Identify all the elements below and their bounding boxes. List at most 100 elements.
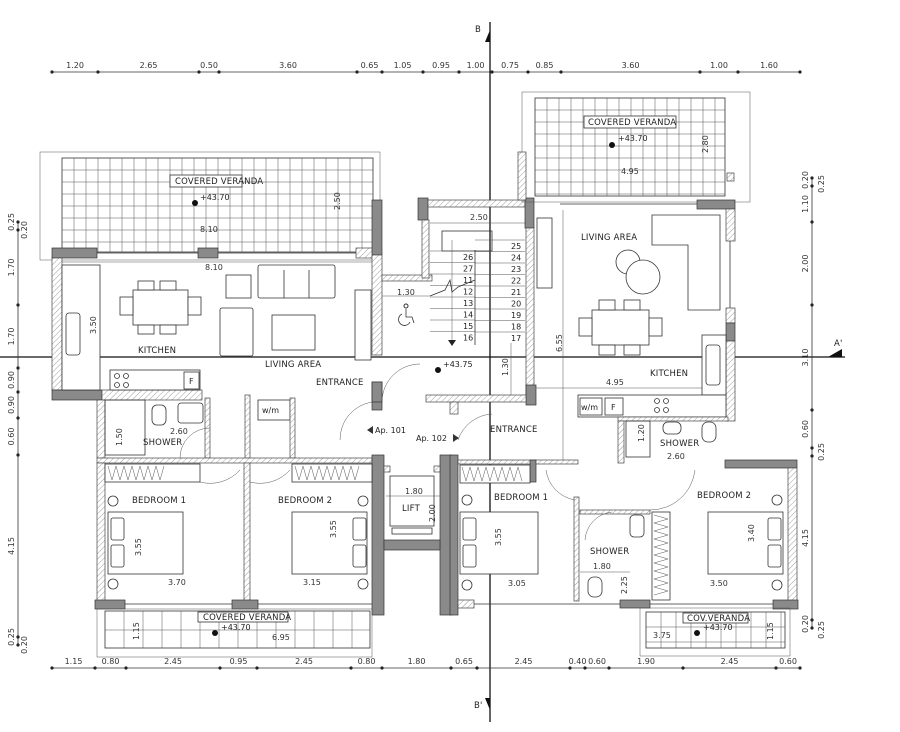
section-arrow-icon (828, 349, 842, 357)
bedroom-label: BEDROOM 1 (132, 496, 186, 506)
bedroom-depth: 3.55 (134, 538, 143, 556)
stair-step-number: 22 (511, 277, 521, 286)
lift-label: LIFT (402, 504, 421, 514)
stair-step-number: 11 (463, 276, 473, 285)
stair-step-number: 16 (463, 334, 473, 343)
bedroom-2-left: BEDROOM 2 3.55 3.15 (249, 463, 373, 590)
shower-label: SHOWER (143, 438, 182, 448)
washbasin-icon (177, 402, 204, 424)
dimension-label: 2.65 (140, 61, 158, 70)
dimension-label: 0.60 (801, 420, 810, 438)
fridge-label: F (611, 403, 616, 412)
bedroom-width: 3.05 (508, 579, 526, 588)
kitchen-depth: 3.50 (89, 316, 98, 334)
veranda-level: +43.70 (200, 193, 230, 202)
tv-unit (354, 289, 372, 361)
dimension-label: 0.65 (455, 657, 473, 666)
apartment-101-label: Ap. 101 (375, 426, 406, 435)
kitchen-left: 3.50 KITCHEN F (61, 264, 202, 391)
dimension-label: 0.25 (817, 621, 826, 639)
stair-step-number: 13 (463, 299, 473, 308)
veranda-depth: 2.50 (333, 192, 342, 210)
sofa (257, 264, 336, 299)
apartment-102-sign: Ap. 102 (416, 434, 459, 443)
dimension-label: 3.60 (279, 61, 297, 70)
dimension-label: 0.25 (7, 628, 16, 646)
section-b-prime-label: B' (474, 701, 483, 711)
dimension-label: 1.00 (467, 61, 485, 70)
dimension-label: 0.25 (817, 443, 826, 461)
covered-veranda-bottom-right: COV.VERANDA +43.70 3.75 1.15 (639, 607, 791, 657)
stair-step-number: 15 (463, 322, 473, 331)
shower-width: 2.60 (170, 427, 188, 436)
shower-width: 2.60 (667, 452, 685, 461)
level-marker-icon (694, 630, 700, 636)
level-marker-icon (192, 200, 198, 206)
dimension-label: 4.15 (801, 529, 810, 547)
bedroom-label: BEDROOM 1 (494, 493, 548, 503)
dimension-label: 0.20 (20, 636, 29, 654)
stair-step-number: 18 (511, 323, 521, 332)
dining-table (132, 289, 189, 326)
veranda-level: +43.70 (618, 134, 648, 143)
kitchen-label: KITCHEN (138, 346, 176, 356)
living-label: LIVING AREA (581, 233, 637, 243)
dimension-label: 2.45 (515, 657, 533, 666)
section-arrow-icon (485, 698, 490, 710)
lamp-icon (107, 578, 119, 590)
wheelchair-icon (398, 303, 415, 326)
sink-icon (65, 312, 81, 356)
stair-step-number: 26 (463, 253, 473, 262)
stove-icon (114, 373, 129, 388)
dimension-label: 2.00 (801, 255, 810, 273)
living-width: 8.10 (205, 263, 223, 272)
bedroom-width: 3.15 (303, 578, 321, 587)
dimension-label: 0.20 (801, 171, 810, 189)
sofa (651, 214, 721, 311)
lamp-icon (461, 494, 473, 506)
lift-depth: 2.00 (428, 504, 437, 522)
veranda-label: COVERED VERANDA (175, 177, 263, 187)
stair-break-line (429, 278, 476, 297)
wardrobe (291, 463, 373, 483)
veranda-level: +43.70 (703, 623, 733, 632)
dimension-label: 1.10 (801, 195, 810, 213)
dimension-label: 0.20 (801, 615, 810, 633)
dimension-label: 0.25 (7, 213, 16, 231)
washbasin-icon (629, 514, 645, 538)
section-arrow-icon (485, 30, 490, 42)
shower-room-left: 2.60 SHOWER 1.50 (96, 397, 211, 459)
veranda-width: 3.75 (653, 631, 671, 640)
lamp-icon (461, 579, 473, 591)
bedroom-1-right: BEDROOM 1 3.55 3.05 (457, 464, 640, 609)
veranda-label: COV.VERANDA (687, 614, 750, 624)
level-marker-icon (435, 367, 441, 373)
dimension-label: 0.25 (817, 175, 826, 193)
dimension-label: 1.90 (637, 657, 655, 666)
dimension-label: 2.45 (721, 657, 739, 666)
apartment-102-label: Ap. 102 (416, 434, 447, 443)
bedroom-2-right: BEDROOM 2 3.40 3.50 (649, 469, 784, 605)
fridge-label: F (189, 377, 194, 386)
landing-width: 1.30 (397, 288, 415, 297)
living-area-right: LIVING AREA 6.55 4.95 (536, 210, 721, 460)
toilet-icon (587, 576, 603, 598)
veranda-level: +43.70 (221, 623, 251, 632)
stair-width: 2.50 (470, 213, 488, 222)
level-marker-icon (609, 142, 615, 148)
landing-depth: 1.30 (501, 358, 510, 376)
wardrobe (459, 464, 531, 484)
shower-label: SHOWER (590, 547, 629, 557)
stair-direction-arrow-icon (448, 340, 456, 346)
entrance-label: ENTRANCE (490, 425, 538, 435)
lamp-icon (771, 494, 783, 506)
dimension-label: 1.20 (66, 61, 84, 70)
lift: 1.80 LIFT 2.00 (383, 454, 453, 616)
bedroom-width: 3.50 (710, 579, 728, 588)
bedroom-depth: 3.40 (747, 524, 756, 542)
stair-step-number: 23 (511, 265, 521, 274)
fridge (183, 371, 200, 390)
